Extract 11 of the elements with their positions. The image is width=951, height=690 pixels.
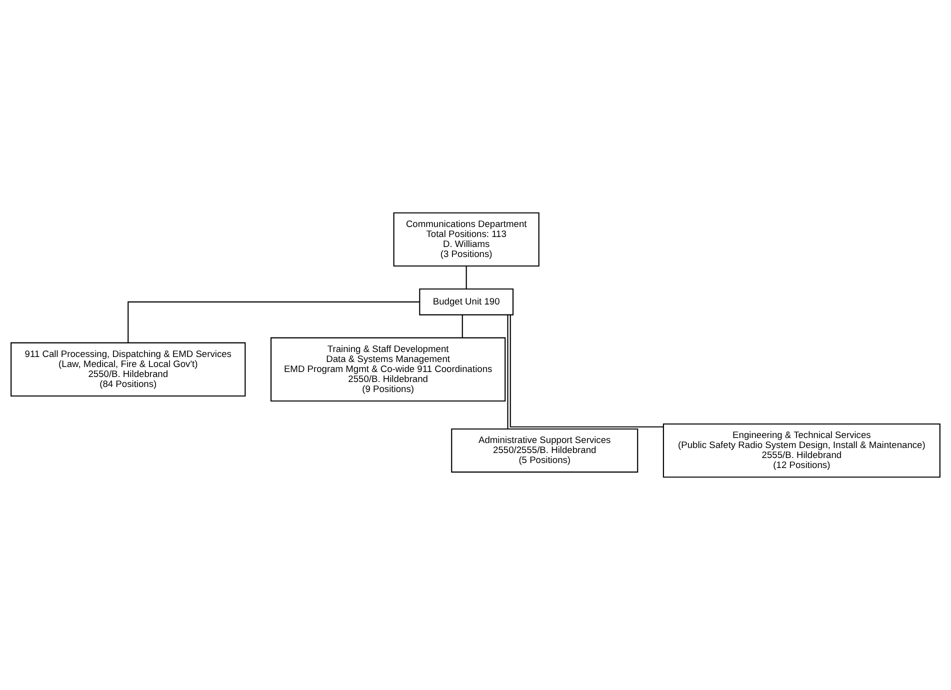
node-box: Budget Unit 190 <box>419 288 514 316</box>
node-box: Communications Department Total Positions: 113 D. Williams (3 Positions) <box>393 212 540 267</box>
node-box: 911 Call Processing, Dispatching & EMD Services (Law, Medical, Fire & Local Gov't) 2550/B. Hildebrand (84 Positions) <box>10 342 246 397</box>
connector <box>466 266 467 289</box>
node-box: Training & Staff Development Data & Systems Management EMD Program Mgmt & Co-wide 911 Coordinations 2550/B. Hildebrand (9 Positions) <box>270 337 506 402</box>
connector <box>128 301 420 343</box>
connector <box>510 315 664 428</box>
connector <box>462 314 463 338</box>
node-box: Administrative Support Services 2550/2555/B. Hildebrand (5 Positions) <box>451 428 638 473</box>
connector <box>507 314 508 429</box>
node-box: Engineering & Technical Services (Public Safety Radio System Design, Install & Maintenance) 2555/B. Hildebrand (12 Positions) <box>662 423 940 478</box>
